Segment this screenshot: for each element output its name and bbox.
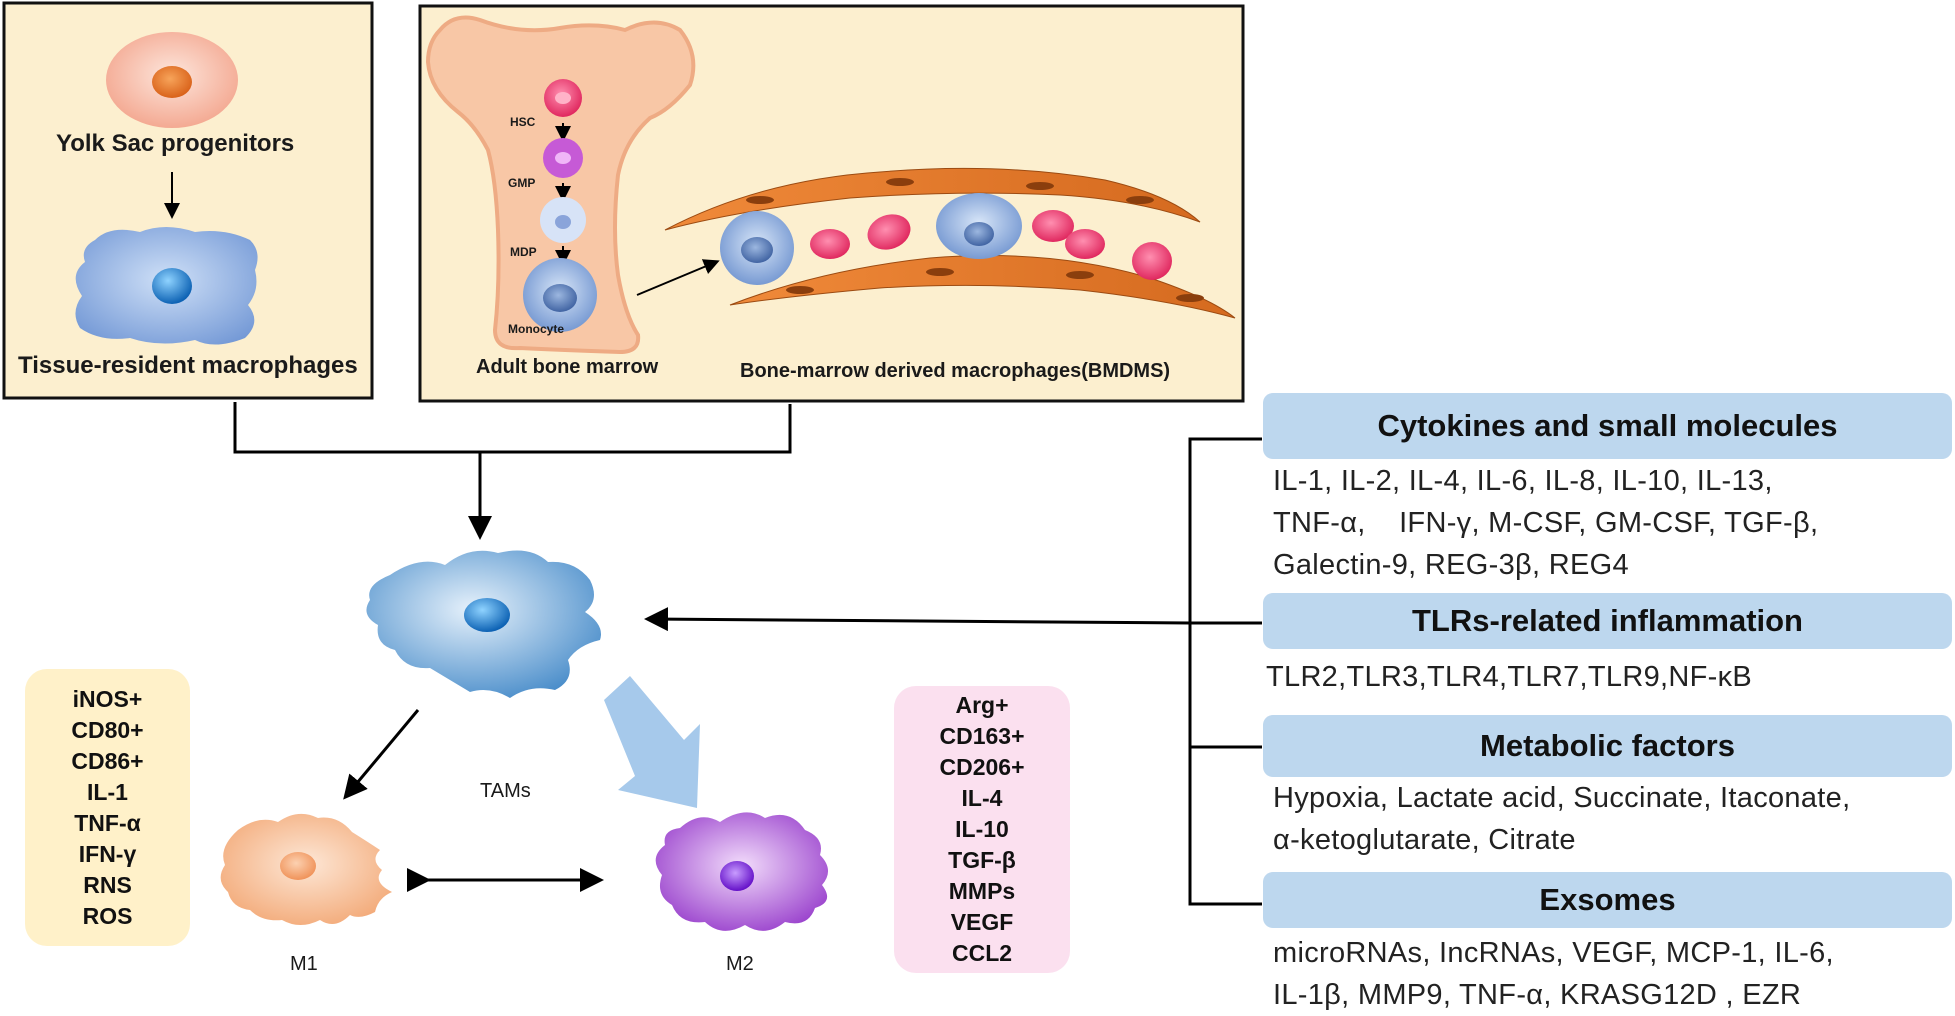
factor-line: IL-1β, MMP9, TNF-α, KRASG12D , EZR: [1273, 979, 1802, 1011]
m1-nucleus: [280, 852, 316, 880]
yolk-sac-nucleus: [152, 66, 192, 98]
origin-connector: [233, 402, 792, 454]
endothelial-nucleus: [1026, 182, 1054, 190]
monocyte-label: Monocyte: [508, 322, 565, 336]
m1-marker: IL-1: [87, 778, 128, 805]
m1-marker: RNS: [83, 871, 132, 898]
m2-marker: IL-10: [955, 816, 1009, 842]
bone-shape: [425, 15, 696, 355]
tam-label: TAMs: [480, 780, 531, 802]
circulating-monocyte-nucleus: [964, 222, 994, 246]
bmdm-label: Bone-marrow derived macrophages(BMDMS): [740, 360, 1171, 382]
vessel-endothelium-lower: [729, 255, 1236, 319]
endothelial-nucleus: [886, 178, 914, 186]
mdp-label: MDP: [510, 245, 537, 259]
gmp-nucleus: [555, 152, 571, 164]
adult-bone-marrow-label: Adult bone marrow: [476, 356, 659, 378]
factor-line: α-ketoglutarate, Citrate: [1273, 824, 1576, 856]
yolk-sac-label: Yolk Sac progenitors: [56, 130, 295, 157]
m2-marker: CCL2: [951, 940, 1013, 966]
m2-marker: MMPs: [948, 878, 1016, 904]
m2-marker: VEGF: [950, 909, 1014, 935]
tam-to-m2-arrow: [604, 676, 700, 808]
hsc-nucleus: [555, 92, 571, 104]
endothelial-nucleus: [746, 196, 774, 204]
factor-line: IL-1, IL-2, IL-4, IL-6, IL-8, IL-10, IL-…: [1273, 465, 1773, 497]
endothelial-nucleus: [786, 286, 814, 294]
factor-title-cytokines: Cytokines and small molecules: [1263, 393, 1952, 459]
m1-marker: CD80+: [71, 716, 144, 743]
m1-marker: TNF-α: [74, 809, 141, 836]
red-blood-cell: [1065, 229, 1105, 259]
endothelial-nucleus: [1066, 271, 1094, 279]
m2-marker: IL-4: [961, 785, 1003, 811]
factor-title-metabolic: Metabolic factors: [1263, 715, 1952, 777]
gmp-label: GMP: [508, 176, 536, 190]
m2-label: M2: [726, 953, 754, 975]
tissue-resident-label: Tissue-resident macrophages: [18, 352, 358, 379]
m2-marker: CD206+: [939, 754, 1025, 780]
factor-title-exosomes: Exsomes: [1263, 872, 1952, 928]
factor-body-metabolic: Hypoxia, Lactate acid, Succinate, Itacon…: [1273, 777, 1850, 861]
vessel-endothelium-upper: [664, 167, 1201, 231]
endothelial-nucleus: [1126, 196, 1154, 204]
factors-to-tam-arrow: [644, 607, 1191, 632]
tissue-resident-nucleus: [152, 268, 192, 304]
monocyte-nucleus: [543, 284, 577, 312]
m2-marker-box: Arg+ CD163+ CD206+ IL-4 IL-10 TGF-β MMPs…: [894, 686, 1070, 973]
endothelial-nucleus: [1176, 294, 1204, 302]
tam-nucleus: [464, 598, 510, 632]
m1-label: M1: [290, 953, 318, 975]
m1-marker: CD86+: [71, 747, 144, 774]
m1-marker: IFN-γ: [78, 840, 137, 867]
factor-body-tlrs: TLR2,TLR3,TLR4,TLR7,TLR9,NF-κB: [1266, 656, 1752, 698]
mdp-nucleus: [555, 215, 571, 229]
hsc-label: HSC: [510, 115, 536, 129]
red-blood-cell: [867, 214, 911, 250]
factor-line: microRNAs, IncRNAs, VEGF, MCP-1, IL-6,: [1273, 937, 1834, 969]
factor-body-exosomes: microRNAs, IncRNAs, VEGF, MCP-1, IL-6, I…: [1273, 932, 1834, 1016]
endothelial-nucleus: [926, 268, 954, 276]
m1-marker: ROS: [82, 902, 133, 929]
factor-line: TLR2,TLR3,TLR4,TLR7,TLR9,NF-κB: [1266, 661, 1753, 693]
m2-nucleus: [720, 861, 754, 891]
red-blood-cell: [810, 229, 850, 259]
factor-line: TNF-α, IFN-γ, M-CSF, GM-CSF, TGF-β,: [1273, 507, 1819, 539]
factor-body-cytokines: IL-1, IL-2, IL-4, IL-6, IL-8, IL-10, IL-…: [1273, 460, 1818, 586]
factor-title-tlrs: TLRs-related inflammation: [1263, 593, 1952, 649]
red-blood-cell: [1132, 242, 1172, 280]
factor-line: Hypoxia, Lactate acid, Succinate, Itacon…: [1273, 782, 1851, 814]
m2-marker: TGF-β: [948, 847, 1016, 873]
m1-marker: iNOS+: [72, 685, 143, 712]
m2-marker: CD163+: [939, 723, 1025, 749]
m2-marker: Arg+: [955, 692, 1009, 718]
monocyte-to-vessel-arrow: [636, 259, 720, 296]
factors-bracket: [1188, 437, 1262, 906]
red-blood-cell: [1032, 210, 1074, 242]
tam-to-m1-arrow: [343, 709, 420, 800]
m1-marker-box: iNOS+ CD80+ CD86+ IL-1 TNF-α IFN-γ RNS R…: [25, 669, 190, 946]
factor-line: Galectin-9, REG-3β, REG4: [1273, 549, 1629, 581]
circulating-monocyte-nucleus: [741, 237, 773, 263]
